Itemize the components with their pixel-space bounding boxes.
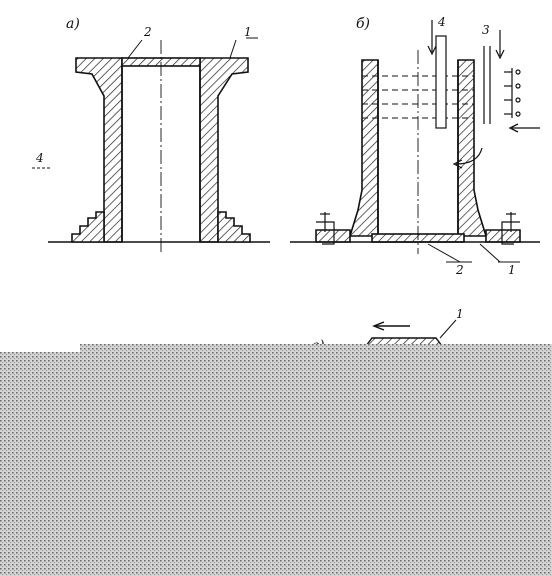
callout-b-3: 3 — [482, 23, 490, 37]
panel-b-drawing — [290, 20, 540, 263]
callout-a-4: 4 — [35, 151, 44, 165]
panel-a-left-steps — [71, 211, 105, 243]
callout-a-2: 2 — [143, 25, 152, 39]
panel-b-base-plate — [315, 229, 351, 243]
panel-a-label: a) — [66, 16, 80, 32]
panel-c-drawing — [364, 319, 457, 347]
panel-b-label: б) — [356, 16, 370, 32]
callout-b-1: 1 — [508, 263, 516, 277]
callout-c-1: 1 — [456, 307, 464, 321]
callout-b-2: 2 — [455, 263, 464, 277]
panel-b-bolts — [316, 212, 520, 245]
panel-a-right-steps — [217, 211, 251, 243]
callout-a-1: 1 — [244, 25, 252, 39]
panel-b-pipe-4 — [435, 35, 447, 129]
callout-b-4: 4 — [437, 15, 446, 29]
panel-b-left-wall — [348, 59, 379, 237]
panel-b-comb — [504, 68, 521, 118]
scan-noise-region — [0, 344, 552, 576]
panel-a-drawing — [32, 37, 270, 254]
